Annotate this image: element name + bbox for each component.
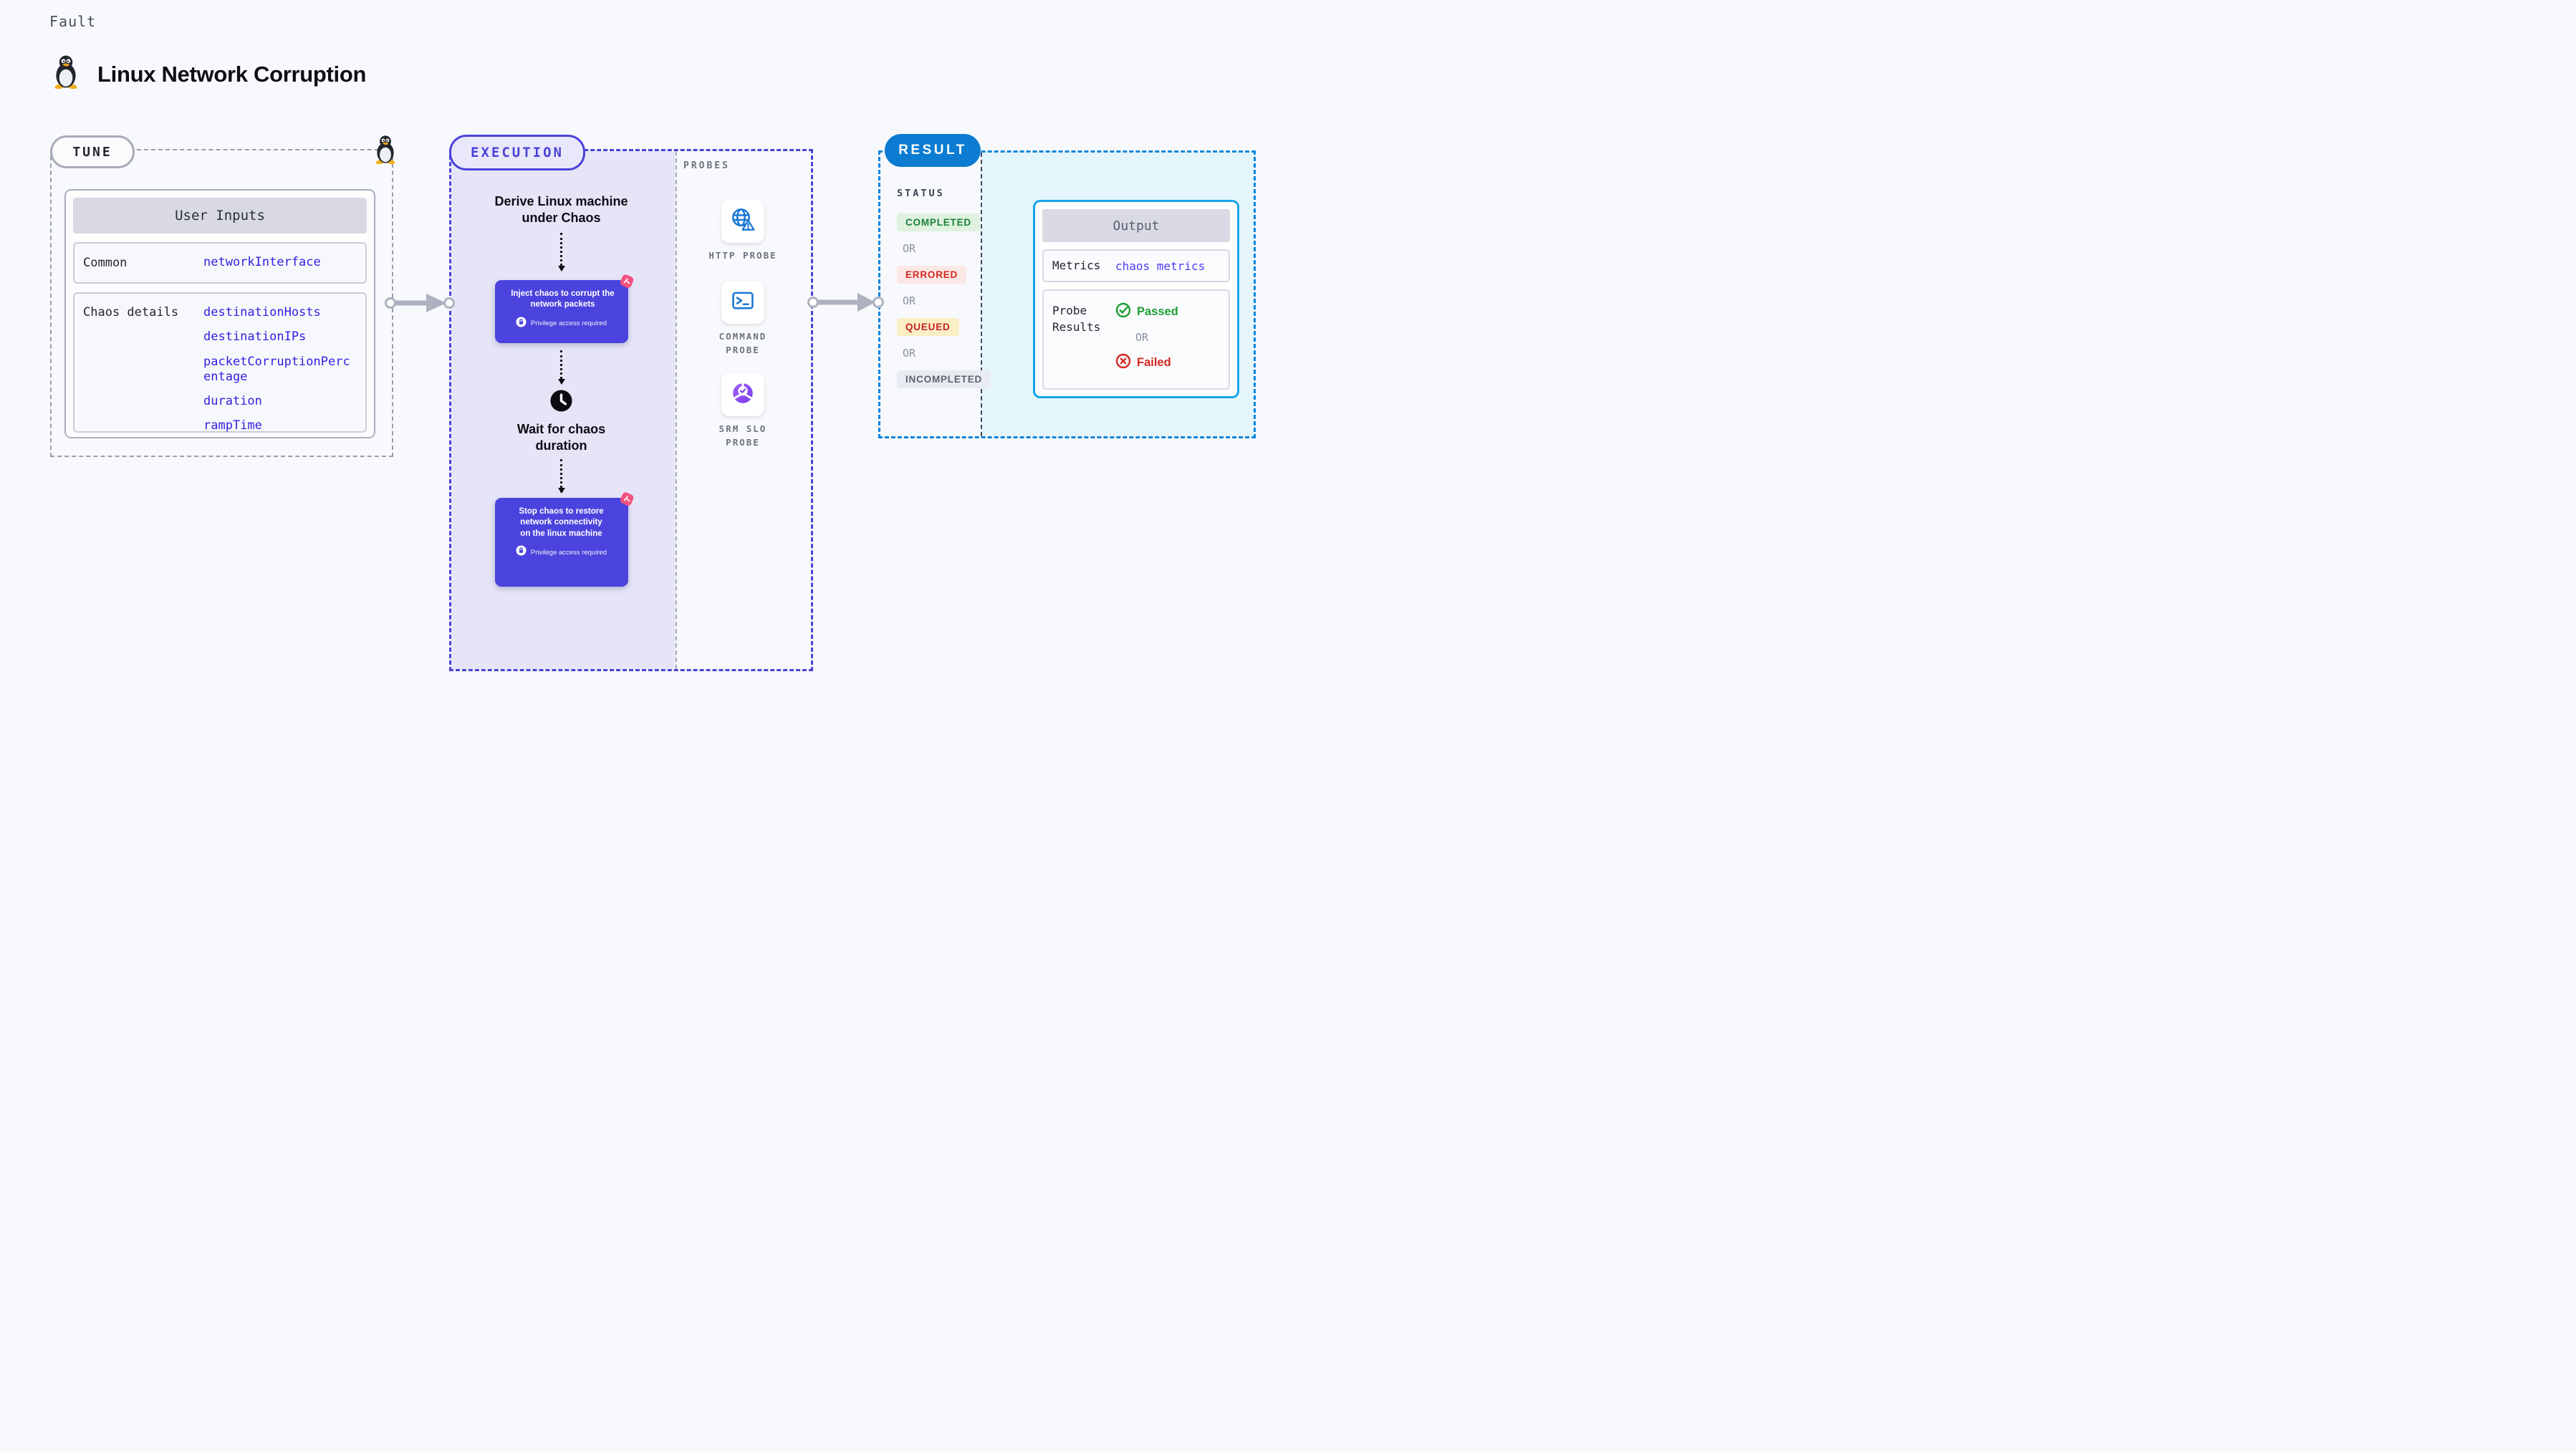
slo-gauge-check-icon <box>729 379 757 411</box>
linux-penguin-icon <box>373 135 398 168</box>
probe-result-failed: Failed <box>1115 353 1178 372</box>
or-separator: OR <box>1135 331 1149 344</box>
probes-heading: PROBES <box>683 160 730 171</box>
common-label: Common <box>83 256 128 270</box>
metrics-row: Metrics chaos metrics <box>1042 249 1230 282</box>
stop-step-text: Stop chaos to restore network connectivi… <box>519 506 604 538</box>
flow-arrow-down <box>558 458 565 494</box>
or-separator: OR <box>903 347 916 360</box>
metrics-value: chaos metrics <box>1115 259 1206 273</box>
http-probe-label: HTTP PROBE <box>708 250 777 261</box>
status-badge-queued: QUEUED <box>897 318 959 336</box>
or-separator: OR <box>903 294 916 307</box>
user-input-row-chaos-details: Chaos details destinationHosts destinati… <box>73 292 367 433</box>
probe-results-label: Probe Results <box>1052 304 1101 335</box>
fault-diagram: Fault Linux Network Corruption TUNE U <box>0 0 1288 726</box>
flow-arrow-down <box>558 350 565 385</box>
stop-chaos-node: Stop chaos to restore network connectivi… <box>494 491 633 587</box>
chaos-details-label: Chaos details <box>83 305 179 319</box>
command-probe-label: COMMAND PROBE <box>719 331 767 356</box>
chaos-detail-value: destinationHosts <box>203 305 321 319</box>
inject-step-text: Inject chaos to corrupt the network pack… <box>511 289 615 309</box>
terminal-icon <box>729 287 756 318</box>
common-value: networkInterface <box>203 255 321 270</box>
derive-step-text: Derive Linux machine under Chaos <box>494 194 628 226</box>
fault-eyebrow: Fault <box>49 13 97 30</box>
status-badge-incompleted: INCOMPLETED <box>897 370 991 388</box>
output-card: Output Metrics chaos metrics Probe Resul… <box>1033 200 1239 398</box>
or-separator: OR <box>903 242 916 255</box>
check-circle-icon <box>1115 302 1131 322</box>
http-probe-card <box>721 200 764 243</box>
lock-icon <box>516 317 527 331</box>
probe-result-passed: Passed <box>1115 302 1178 322</box>
page-title: Linux Network Corruption <box>97 62 367 87</box>
inject-chaos-node: Inject chaos to corrupt the network pack… <box>494 274 633 343</box>
status-badge-completed: COMPLETED <box>897 213 980 231</box>
tune-to-execution-arrow <box>385 294 455 312</box>
status-column: STATUS COMPLETED OR ERRORED OR QUEUED OR… <box>897 188 991 399</box>
output-title: Output <box>1042 209 1230 242</box>
execution-to-result-arrow <box>807 293 884 312</box>
chaos-detail-value: destinationIPs <box>203 330 307 345</box>
srm-slo-probe-card <box>721 373 764 416</box>
chaos-detail-value: packetCorruptionPercentage <box>203 354 350 384</box>
user-inputs-title: User Inputs <box>73 198 367 234</box>
privilege-note: Privilege access required <box>530 548 607 557</box>
privilege-note: Privilege access required <box>530 319 607 328</box>
probes-divider <box>676 151 677 669</box>
user-input-row-common: Common networkInterface <box>73 242 367 284</box>
user-inputs-card: User Inputs Common networkInterface Chao… <box>64 189 375 438</box>
srm-slo-probe-label: SRM SLO PROBE <box>719 423 767 448</box>
flow-arrow-down <box>558 232 565 271</box>
tune-section-pill: TUNE <box>50 135 135 168</box>
chaos-detail-value: rampTime <box>203 418 262 433</box>
metrics-label: Metrics <box>1052 259 1101 273</box>
execution-flow: Derive Linux machine under Chaos Inject … <box>449 149 673 587</box>
litmus-chaos-icon <box>615 489 636 512</box>
globe-warning-icon <box>729 206 757 238</box>
passed-label: Passed <box>1137 305 1178 318</box>
status-badge-errored: ERRORED <box>897 266 967 284</box>
x-circle-icon <box>1115 353 1131 372</box>
chaos-detail-value: duration <box>203 394 262 408</box>
probe-results-row: Probe Results Passed OR <box>1042 289 1230 390</box>
result-section-pill: RESULT <box>885 134 981 167</box>
command-probe-card <box>721 281 764 324</box>
status-heading: STATUS <box>897 188 945 199</box>
lock-icon <box>516 545 527 559</box>
wait-step-text: Wait for chaos duration <box>516 421 606 453</box>
failed-label: Failed <box>1137 356 1171 369</box>
wait-clock-icon <box>549 389 573 416</box>
execution-section-pill: EXECUTION <box>449 135 585 170</box>
litmus-chaos-icon <box>615 271 636 294</box>
linux-penguin-icon <box>52 54 80 92</box>
